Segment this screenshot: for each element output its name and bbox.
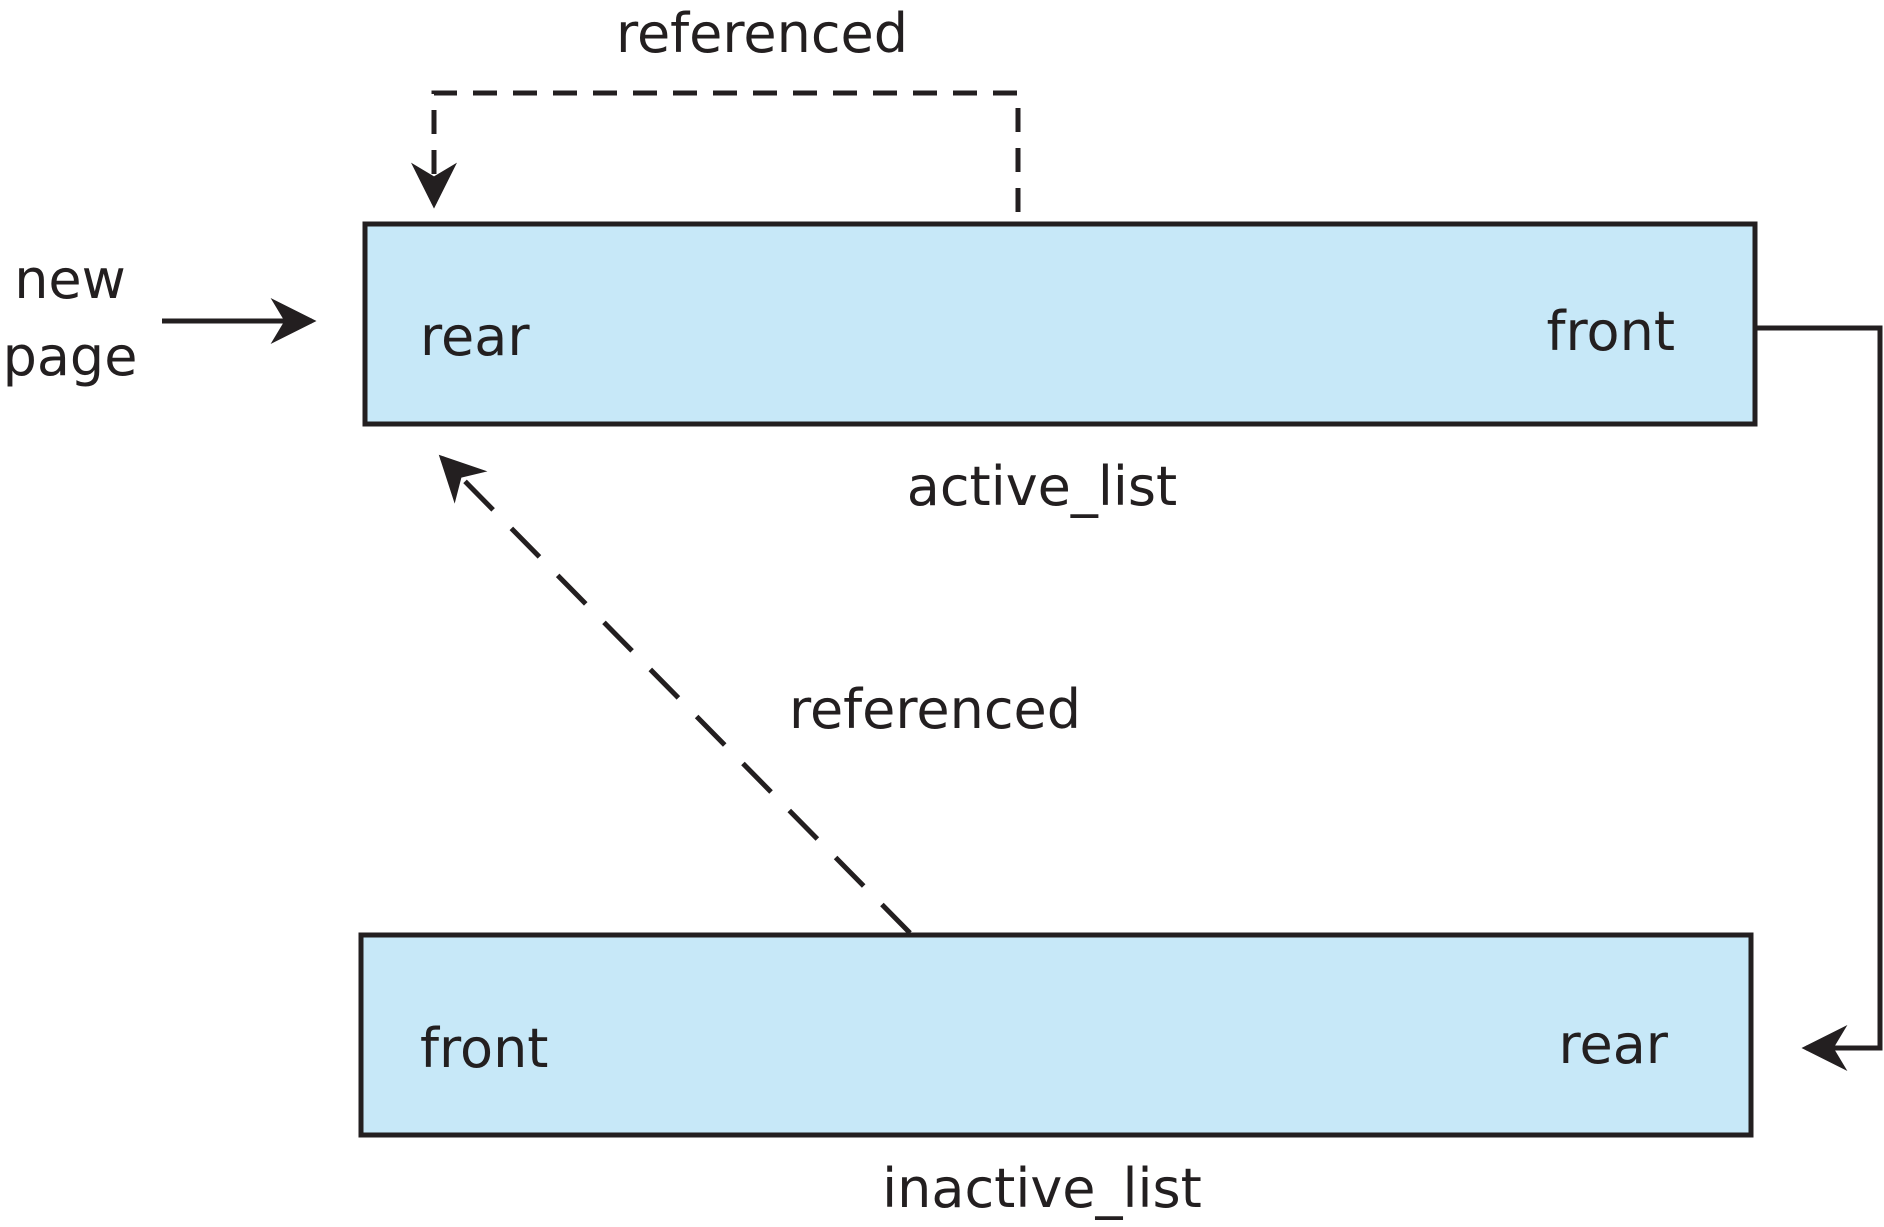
referenced-diagonal-arrow (438, 454, 912, 935)
new-page-label-line2: page (3, 325, 138, 388)
inactive-list-rear-label: rear (1558, 1013, 1668, 1076)
active-list-front-label: front (1547, 300, 1675, 363)
referenced-top-arrow (411, 90, 1021, 212)
demote-arrow (1755, 325, 1883, 1071)
active-list-name: active_list (907, 455, 1177, 518)
active-list-rear-label: rear (420, 305, 530, 368)
inactive-list-name: inactive_list (882, 1157, 1202, 1220)
inactive-list-box (358, 932, 1754, 1138)
new-page-label-line1: new (14, 248, 126, 311)
inactive-list-front-label: front (420, 1017, 548, 1080)
referenced-top-label: referenced (616, 2, 908, 65)
active-list-box (362, 221, 1758, 427)
referenced-middle-label: referenced (789, 678, 1081, 741)
